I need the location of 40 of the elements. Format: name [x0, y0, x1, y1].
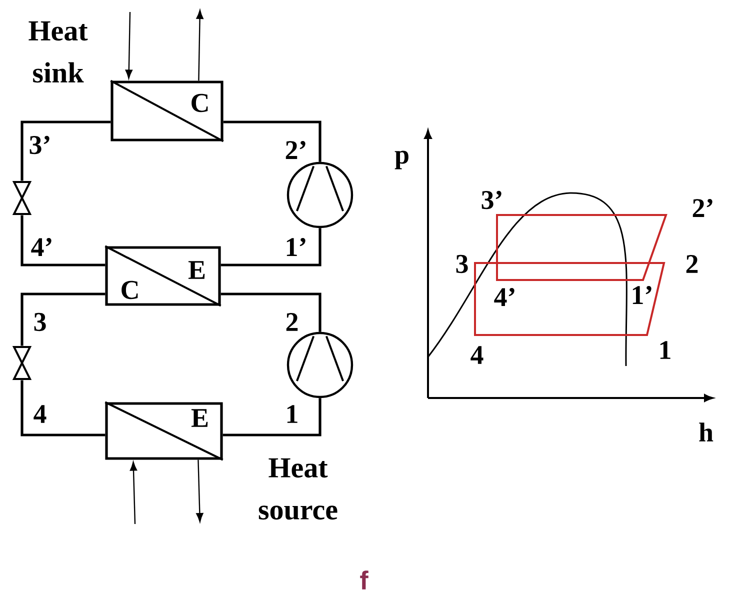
heat-exchanger: E	[104, 401, 224, 461]
state-label: 1	[660, 341, 670, 359]
axis-label: h	[699, 422, 714, 442]
state-label: 3	[34, 312, 46, 332]
state-label: 1	[287, 405, 298, 423]
state-label: 4	[34, 405, 46, 423]
state-label: 2’	[692, 199, 712, 217]
heat-flow-arrow	[196, 460, 204, 522]
pipe	[20, 380, 106, 436]
state-label: 2	[286, 313, 298, 331]
heat-flow-arrow	[130, 462, 138, 524]
compressor-symbol	[286, 162, 354, 228]
axis-label: p	[394, 150, 408, 170]
heat-flow-arrow	[196, 10, 204, 81]
heat-exchanger: E C	[104, 245, 222, 307]
caption: f	[360, 570, 368, 590]
state-label: 1’	[632, 286, 652, 304]
state-label: 2	[686, 255, 698, 273]
valve-symbol	[12, 181, 32, 215]
state-label: 2’	[286, 141, 306, 159]
state-label: 4’	[31, 238, 52, 256]
pipe	[20, 215, 106, 266]
pipe	[220, 228, 322, 266]
pipe	[20, 120, 111, 181]
state-label: 4	[470, 346, 484, 364]
pipe	[220, 292, 322, 332]
pipe	[223, 120, 322, 162]
pipe	[222, 398, 322, 436]
state-label: 4’	[494, 288, 514, 306]
text-label: Heat sink	[28, 21, 88, 83]
heat-flow-arrow	[125, 12, 132, 79]
valve-symbol	[12, 346, 32, 380]
state-label: 3’	[482, 190, 502, 210]
state-label: 3’	[30, 136, 50, 154]
compressor-symbol	[286, 332, 354, 398]
state-label: 1’	[286, 238, 306, 256]
text-label: Heat source	[258, 458, 338, 520]
heat-exchanger: C	[110, 80, 224, 142]
state-label: 3	[456, 254, 468, 274]
pipe	[20, 292, 106, 346]
